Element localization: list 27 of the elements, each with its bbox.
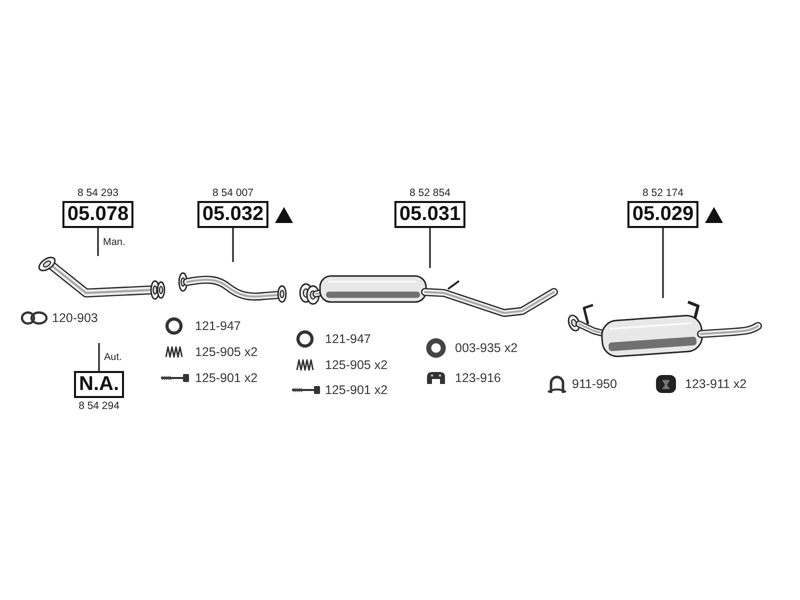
part-code: 125-905 x2 <box>325 357 388 373</box>
reference-number: 8 52 854 <box>410 187 450 200</box>
part-code: 911-950 <box>572 376 617 392</box>
part-code: 121-947 <box>325 331 371 347</box>
reference-number: 8 54 294 <box>78 400 120 413</box>
part-code: 125-901 x2 <box>325 382 388 398</box>
part-code: 125-905 x2 <box>195 344 258 360</box>
part-code: 003-935 x2 <box>455 340 518 356</box>
reference-number: 8 54 007 <box>212 187 254 200</box>
leader-line <box>429 228 431 268</box>
part-number-box: 05.078 <box>62 201 134 228</box>
part-code: 123-911 x2 <box>685 376 747 392</box>
leader-line <box>97 228 99 256</box>
part-code: 121-947 <box>195 318 241 334</box>
part-code: 125-901 x2 <box>195 370 258 386</box>
reference-number: 8 54 293 <box>78 187 118 200</box>
part-number-box: 05.032 <box>197 201 269 228</box>
part-code: 120-903 <box>52 310 98 326</box>
part-number-box: N.A. <box>74 371 124 398</box>
leader-line <box>98 343 100 371</box>
exhaust-pipe-drawing <box>36 256 168 302</box>
leader-line <box>232 228 234 262</box>
part-number-box: 05.031 <box>394 201 466 228</box>
reference-number: 8 52 174 <box>642 187 684 200</box>
part-number-box: 05.029 <box>627 201 699 228</box>
part-code: 123-916 <box>455 370 501 386</box>
leader-line <box>662 228 664 298</box>
